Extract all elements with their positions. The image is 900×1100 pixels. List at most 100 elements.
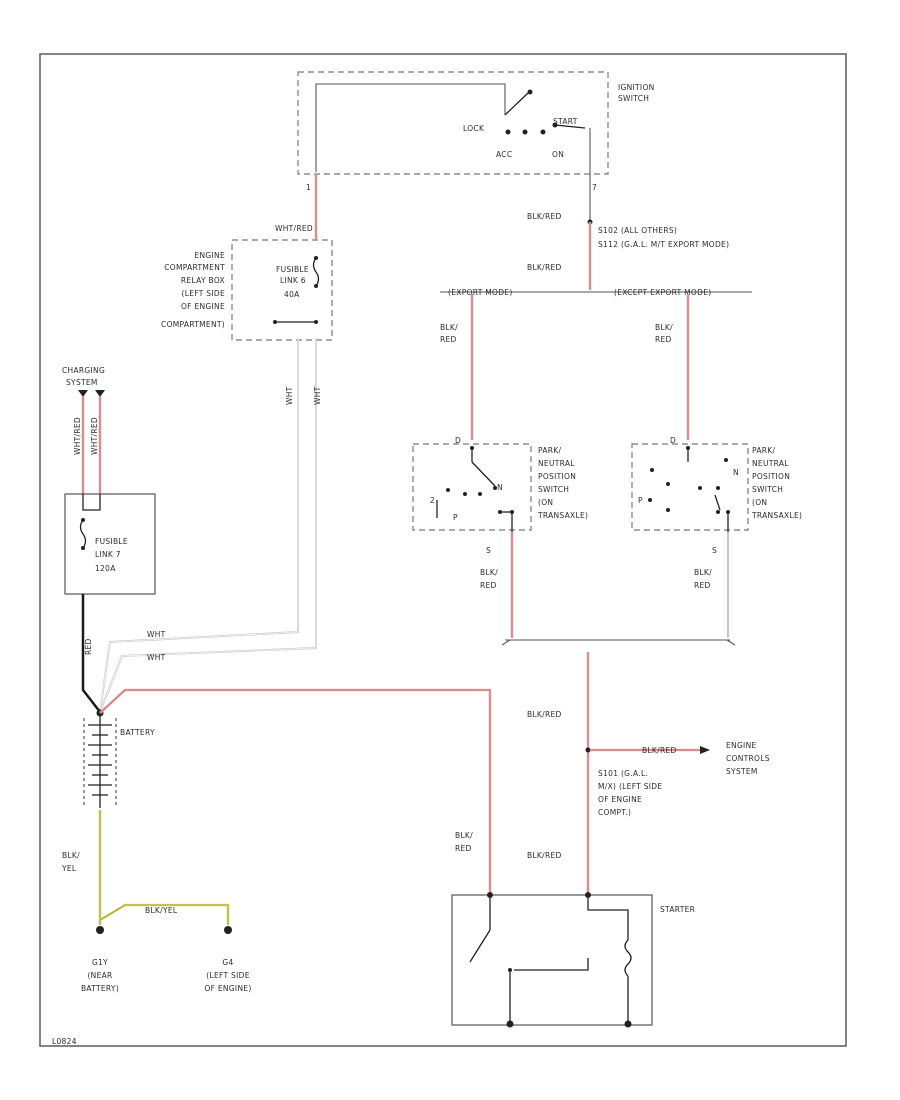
pn-right-label-1: PARK/ <box>752 446 776 455</box>
ignition-switch-label-1: IGNITION <box>618 83 655 92</box>
s101-label-2: M/X) (LEFT SIDE <box>598 782 662 791</box>
s102-label-1: S102 (ALL OTHERS) <box>598 226 677 235</box>
starter <box>451 892 653 1028</box>
blk-red-right-label-2: RED <box>655 335 672 344</box>
wht-red-vertical-label-2: WHT/RED <box>90 417 99 455</box>
charging-system-label-1: CHARGING <box>62 366 105 375</box>
relay-box <box>231 239 333 341</box>
fusible-link-7-label-2: LINK 7 <box>95 550 121 559</box>
wht-horizontal-label-2: WHT <box>147 653 166 662</box>
pn-switch-left <box>412 443 532 532</box>
pn-left-pin-d: D <box>455 436 461 445</box>
blk-red-right-lower-1: BLK/ <box>694 568 712 577</box>
relay-box-label-2: COMPARTMENT <box>164 263 225 272</box>
engine-controls-label-2: CONTROLS <box>726 754 770 763</box>
blk-red-engine-label: BLK/RED <box>642 746 677 755</box>
pn-left-label-2: NEUTRAL <box>538 459 575 468</box>
blk-red-starter-left-1: BLK/ <box>455 831 473 840</box>
relay-box-label-4: (LEFT SIDE <box>182 289 225 298</box>
pn-left-pin-n: N <box>497 483 503 492</box>
pn-right-label-6: TRANSAXLE) <box>751 511 802 520</box>
acc-label: ACC <box>496 150 512 159</box>
pn-right-pin-d: D <box>670 436 676 445</box>
pn-right-pin-n: N <box>733 468 739 477</box>
fusible-link-6-label-1: FUSIBLE <box>276 265 309 274</box>
fusible-link-7-label-1: FUSIBLE <box>95 537 128 546</box>
pn-left-label-3: POSITION <box>538 472 576 481</box>
battery-label: BATTERY <box>120 728 155 737</box>
blk-red-label-1: BLK/RED <box>527 212 562 221</box>
g1-label-2: (NEAR <box>87 971 112 980</box>
blk-red-left-lower-2: RED <box>480 581 497 590</box>
blk-red-starter-left-2: RED <box>455 844 472 853</box>
starter-label: STARTER <box>660 905 695 914</box>
pn-left-pin-p: P <box>453 513 458 522</box>
pin-7-label: 7 <box>592 183 597 192</box>
blk-yel-horizontal-label: BLK/YEL <box>145 906 178 915</box>
pn-left-label-5: (ON <box>538 498 553 507</box>
s101-label-1: S101 (G.A.L. <box>598 769 648 778</box>
fusible-link-7 <box>64 493 156 595</box>
ground-g2-icon <box>224 926 232 934</box>
relay-box-label-5: OF ENGINE <box>181 302 225 311</box>
blk-red-left-lower-1: BLK/ <box>480 568 498 577</box>
pn-left-pin-s: S <box>486 546 491 555</box>
pn-right-label-3: POSITION <box>752 472 790 481</box>
pin-1-label: 1 <box>306 183 311 192</box>
figure-id: L0824 <box>52 1037 77 1046</box>
pn-right-label-5: (ON <box>752 498 767 507</box>
ground-g1-icon <box>96 926 104 934</box>
g1-label-1: G1Y <box>92 958 108 967</box>
wht-vertical-label-1: WHT <box>285 386 294 405</box>
fusible-link-6-label-2: LINK 6 <box>280 276 306 285</box>
fusible-link-6 <box>273 256 320 324</box>
fusible-link-6-label-3: 40A <box>284 290 300 299</box>
engine-controls-label-3: SYSTEM <box>726 767 758 776</box>
pn-left-label-4: SWITCH <box>538 485 569 494</box>
pn-left-pin-2: 2 <box>430 496 435 505</box>
ignition-switch-label-2: SWITCH <box>618 94 649 103</box>
relay-box-label-1: ENGINE <box>194 251 225 260</box>
g2-label-3: OF ENGINE) <box>204 984 251 993</box>
blk-red-label-4: BLK/RED <box>527 851 562 860</box>
battery <box>83 709 117 808</box>
pn-right-pin-p: P <box>638 496 643 505</box>
blk-red-right-label-1: BLK/ <box>655 323 673 332</box>
blk-red-left-label-1: BLK/ <box>440 323 458 332</box>
blk-red-left-label-2: RED <box>440 335 457 344</box>
red-label: RED <box>84 638 93 655</box>
engine-controls-label-1: ENGINE <box>726 741 757 750</box>
wht-red-vertical-label-1: WHT/RED <box>73 417 82 455</box>
blk-yel-label-2: YEL <box>61 864 77 873</box>
pn-right-pin-s: S <box>712 546 717 555</box>
lock-label: LOCK <box>463 124 485 133</box>
blk-yel-label-1: BLK/ <box>62 851 80 860</box>
relay-box-label-6: COMPARTMENT) <box>161 320 225 329</box>
start-label: START <box>553 117 578 126</box>
blk-red-label-3: BLK/RED <box>527 710 562 719</box>
relay-box-label-3: RELAY BOX <box>181 276 225 285</box>
diagram-border <box>39 53 847 1047</box>
on-label: ON <box>552 150 564 159</box>
g2-label-1: G4 <box>222 958 233 967</box>
wht-red-top-label: WHT/RED <box>275 224 313 233</box>
pn-right-label-2: NEUTRAL <box>752 459 789 468</box>
g1-label-3: BATTERY) <box>81 984 119 993</box>
pn-left-label-6: TRANSAXLE) <box>537 511 588 520</box>
pn-left-label-1: PARK/ <box>538 446 562 455</box>
ignition-switch <box>297 71 609 175</box>
charging-system-label-2: SYSTEM <box>66 378 98 387</box>
g2-label-2: (LEFT SIDE <box>206 971 249 980</box>
pn-switch-right <box>631 443 749 532</box>
s101-label-3: OF ENGINE <box>598 795 642 804</box>
fusible-link-7-label-3: 120A <box>95 564 116 573</box>
except-export-label: (EXCEPT EXPORT MODE) <box>614 288 711 297</box>
wht-horizontal-label-1: WHT <box>147 630 166 639</box>
blk-red-right-lower-2: RED <box>694 581 711 590</box>
s102-label-2: S112 (G.A.L. M/T EXPORT MODE) <box>598 240 729 249</box>
blk-red-label-2: BLK/RED <box>527 263 562 272</box>
pn-right-label-4: SWITCH <box>752 485 783 494</box>
wht-vertical-label-2: WHT <box>313 386 322 405</box>
export-mode-label: (EXPORT MODE) <box>448 288 513 297</box>
